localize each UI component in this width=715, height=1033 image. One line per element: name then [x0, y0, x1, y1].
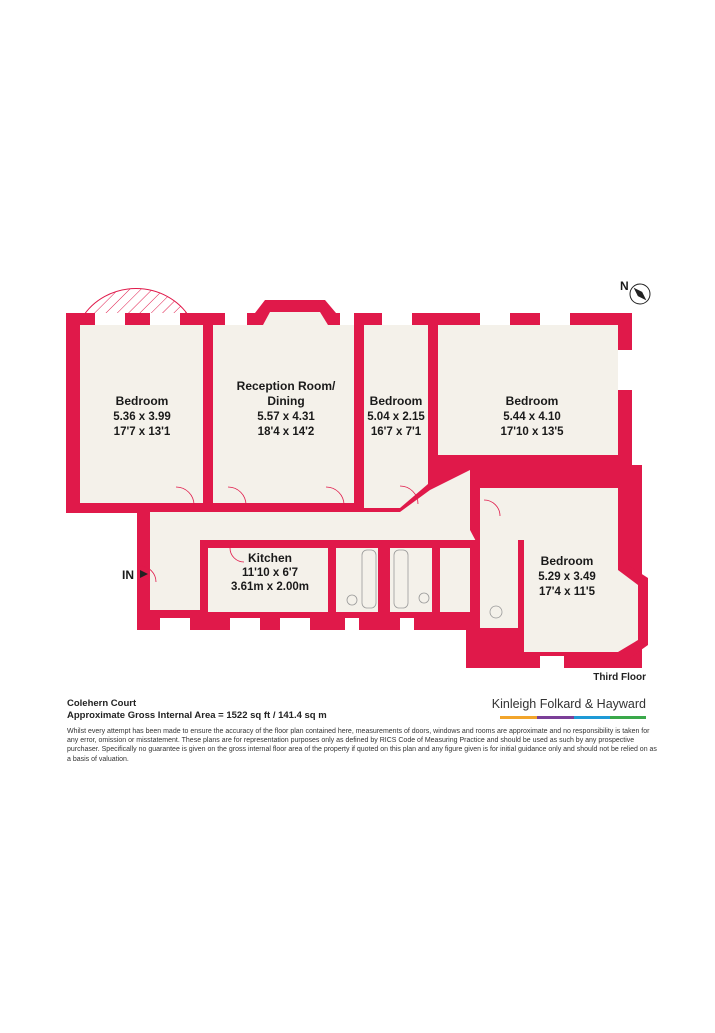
svg-text:5.36 x 3.99: 5.36 x 3.99 [113, 411, 171, 423]
bathroom-fixtures [346, 549, 503, 619]
svg-text:5.44 x 4.10: 5.44 x 4.10 [503, 411, 561, 423]
floor-plan: N Bedroom 5.36 x 3.99 17'7 x 13'1 Recept… [66, 279, 651, 668]
compass-icon [629, 283, 651, 305]
svg-text:Reception Room/: Reception Room/ [237, 379, 336, 393]
svg-text:Kitchen: Kitchen [248, 551, 292, 565]
room-label-bedroom-5: Bedroom 5.29 x 3.49 17'4 x 11'5 [538, 554, 596, 598]
property-name: Colehern Court [67, 698, 137, 709]
room-label-bedroom-1: Bedroom 5.36 x 3.99 17'7 x 13'1 [113, 394, 171, 438]
disclaimer: Whilst every attempt has been made to en… [67, 728, 657, 763]
svg-text:Bedroom: Bedroom [370, 394, 423, 408]
svg-text:5.04 x 2.15: 5.04 x 2.15 [367, 411, 425, 423]
door-swings [139, 485, 501, 583]
brand-bar-blue [574, 716, 610, 719]
svg-text:17'10 x 13'5: 17'10 x 13'5 [500, 426, 564, 438]
svg-text:3.61m x 2.00m: 3.61m x 2.00m [231, 581, 309, 593]
svg-text:Bedroom: Bedroom [506, 394, 559, 408]
floor-label: Third Floor [593, 672, 646, 683]
room-label-bedroom-4: Bedroom 5.44 x 4.10 17'10 x 13'5 [500, 394, 564, 438]
room-label-kitchen: Kitchen 11'10 x 6'7 3.61m x 2.00m [231, 551, 309, 593]
room-label-bedroom-3: Bedroom 5.04 x 2.15 16'7 x 7'1 [367, 394, 425, 438]
room-label-reception: Reception Room/ Dining 5.57 x 4.31 18'4 … [237, 379, 336, 438]
windows [95, 313, 632, 668]
svg-text:Bedroom: Bedroom [116, 394, 169, 408]
floors [80, 312, 638, 652]
compass-north-label: N [620, 279, 629, 293]
brand-bar-green [610, 716, 646, 719]
brand-bar-orange [500, 716, 537, 719]
brand-name: Kinleigh Folkard & Hayward [491, 697, 646, 711]
brand-bar-purple [537, 716, 574, 719]
svg-text:5.57 x 4.31: 5.57 x 4.31 [257, 411, 315, 423]
svg-text:5.29 x 3.49: 5.29 x 3.49 [538, 571, 596, 583]
svg-text:16'7 x 7'1: 16'7 x 7'1 [371, 426, 422, 438]
entrance-arrow-icon [140, 570, 148, 578]
svg-text:17'4 x 11'5: 17'4 x 11'5 [539, 586, 596, 598]
svg-text:11'10 x 6'7: 11'10 x 6'7 [242, 567, 298, 579]
svg-text:18'4 x 14'2: 18'4 x 14'2 [258, 426, 315, 438]
entrance-label: IN [122, 568, 134, 582]
balcony [81, 287, 191, 319]
svg-text:Dining: Dining [267, 394, 304, 408]
svg-text:Bedroom: Bedroom [541, 554, 594, 568]
gross-area: Approximate Gross Internal Area = 1522 s… [67, 710, 327, 721]
svg-text:17'7 x 13'1: 17'7 x 13'1 [114, 426, 171, 438]
partitions [200, 320, 524, 652]
